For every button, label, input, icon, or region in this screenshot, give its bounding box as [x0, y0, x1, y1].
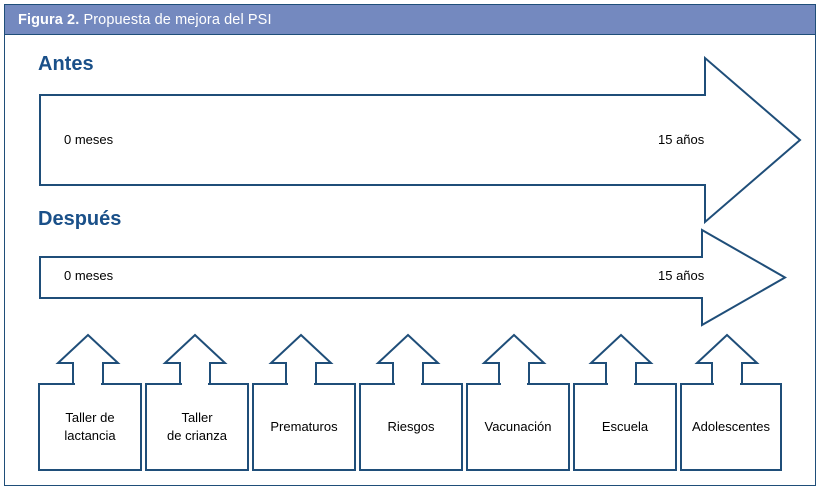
timeline-start-label-antes: 0 meses	[64, 132, 114, 147]
intervention-label: Taller de crianza	[165, 409, 229, 444]
intervention-box-adolescentes[interactable]: Adolescentes	[680, 383, 782, 471]
figure-title-bar: Figura 2. Propuesta de mejora del PSI	[5, 5, 815, 35]
intervention-label: Adolescentes	[691, 419, 771, 435]
intervention-label: Vacunación	[484, 419, 552, 435]
shaft-join-mask-6	[608, 381, 634, 385]
shaft-join-mask-5	[501, 381, 527, 385]
intervention-box-escuela[interactable]: Escuela	[573, 383, 677, 471]
shaft-join-mask-2	[182, 381, 208, 385]
intervention-box-riesgos[interactable]: Riesgos	[359, 383, 463, 471]
timeline-end-label-antes: 15 años	[658, 132, 705, 147]
shaft-join-mask-1	[75, 381, 101, 385]
intervention-box-prematuros[interactable]: Prematuros	[252, 383, 356, 471]
section-heading-despues: Después	[38, 208, 122, 230]
intervention-label-line2: de crianza	[167, 428, 227, 443]
intervention-label: Escuela	[601, 419, 649, 435]
intervention-label: Taller de lactancia	[62, 409, 117, 444]
shaft-join-mask-4	[395, 381, 421, 385]
timeline-end-label-despues: 15 años	[658, 268, 705, 283]
intervention-label: Prematuros	[270, 419, 338, 435]
intervention-box-vacunacion[interactable]: Vacunación	[466, 383, 570, 471]
section-heading-antes: Antes	[38, 53, 94, 75]
figure-caption: Figura 2. Propuesta de mejora del PSI	[18, 12, 272, 28]
intervention-label: Riesgos	[387, 419, 435, 435]
intervention-label-line2: lactancia	[64, 428, 116, 443]
intervention-box-taller-de-lactancia[interactable]: Taller de lactancia	[38, 383, 142, 471]
intervention-label-line1: Taller	[181, 410, 213, 426]
intervention-label-line1: Taller de	[65, 410, 115, 426]
figure-caption-text: Propuesta de mejora del PSI	[83, 11, 272, 28]
shaft-join-mask-7	[714, 381, 740, 385]
shaft-join-mask-3	[288, 381, 314, 385]
timeline-start-label-despues: 0 meses	[64, 268, 114, 283]
figure-caption-number: Figura 2.	[18, 11, 80, 28]
intervention-box-taller-de-crianza[interactable]: Taller de crianza	[145, 383, 249, 471]
